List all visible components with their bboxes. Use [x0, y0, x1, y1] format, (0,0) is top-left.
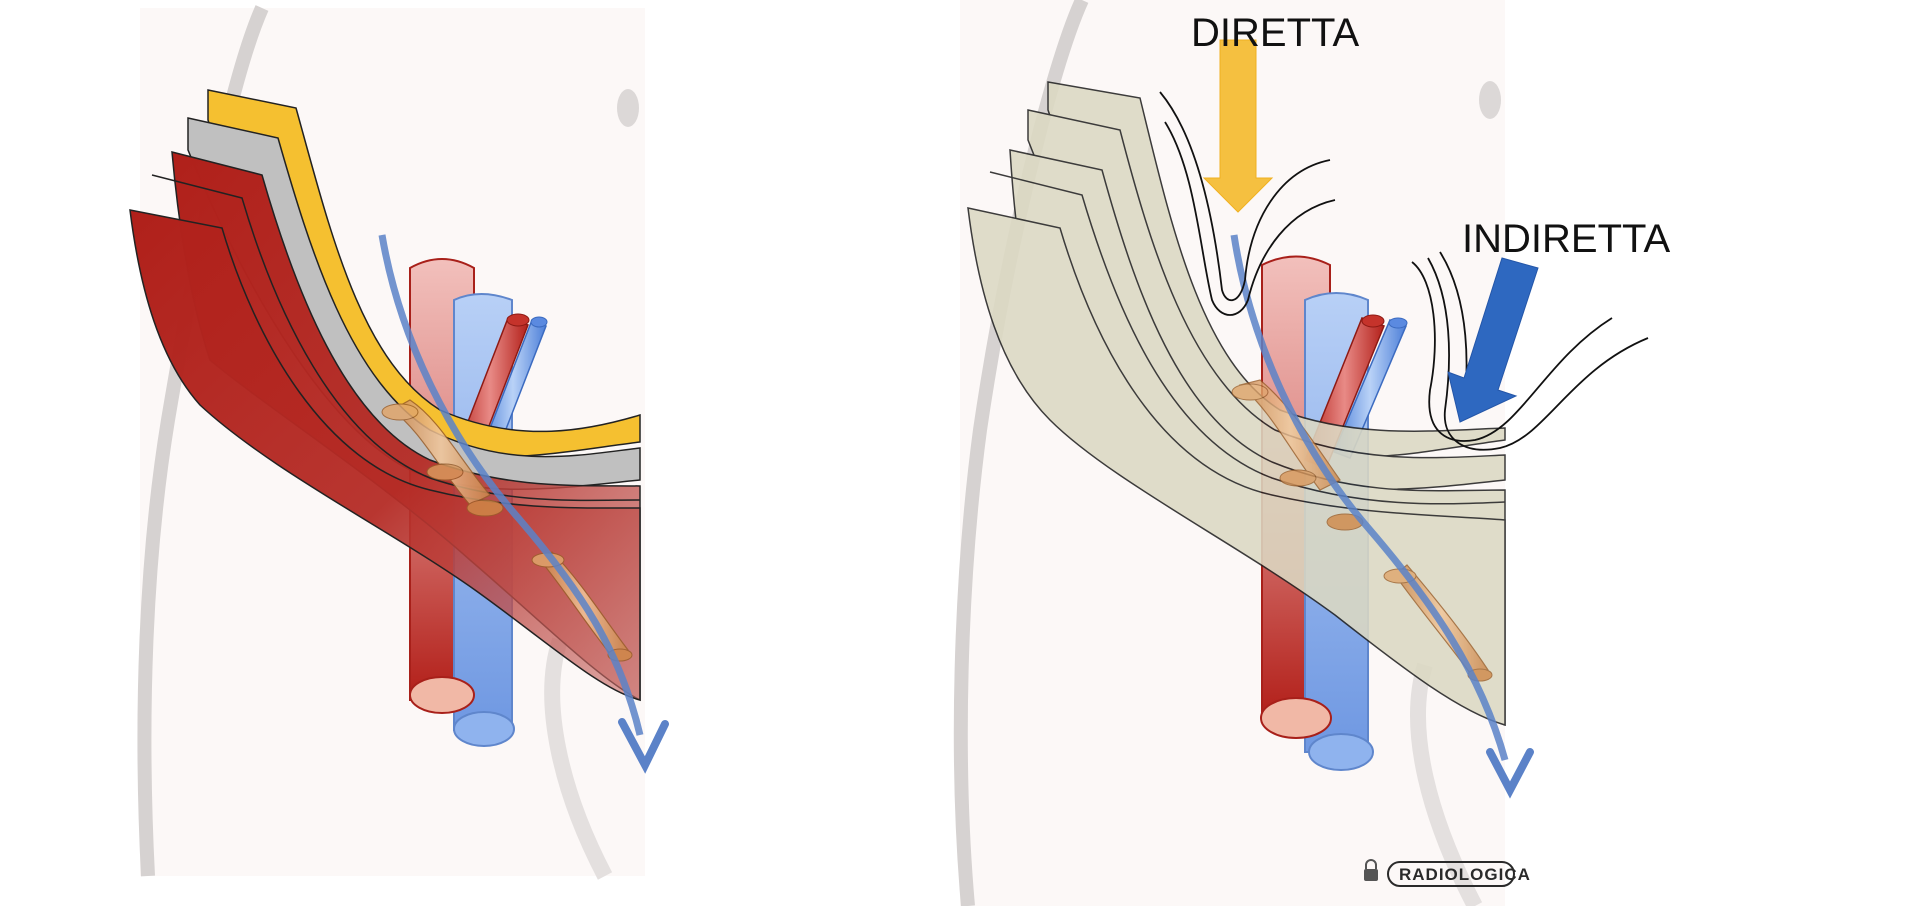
right-femoral-artery-end	[1260, 697, 1332, 739]
direct-hernia-arrow-icon	[1202, 39, 1274, 213]
left-layer-transversalis	[129, 209, 641, 701]
left-navel	[617, 89, 639, 127]
direct-hernia-label: DIRETTA	[1191, 11, 1359, 55]
left-femoral-vein-end	[453, 711, 515, 747]
indirect-hernia-arrow-icon	[1447, 257, 1539, 423]
radiologica-watermark: RADIOLOGICA	[1364, 859, 1531, 887]
right-arrowhead-icon	[1486, 748, 1534, 799]
indirect-hernia-label: INDIRETTA	[1462, 217, 1670, 261]
watermark-text: RADIOLOGICA	[1399, 865, 1531, 884]
left-thigh-outline	[544, 637, 613, 880]
right-panel: DIRETTA INDIRETTA RADIOLOGICA	[953, 0, 1670, 906]
right-thigh-outline	[1410, 662, 1483, 906]
lock-icon	[1364, 859, 1378, 881]
left-hernia-path-arrow	[378, 234, 644, 736]
left-panel	[129, 5, 669, 880]
right-hernia-path-arrow	[1230, 234, 1509, 761]
right-femoral-vein-end	[1308, 733, 1374, 771]
left-layer-transversus	[151, 174, 641, 502]
right-abdominal-wall-layers	[967, 81, 1506, 727]
left-femoral-artery-end	[409, 676, 475, 714]
direct-hernia-sac-lines	[1159, 91, 1336, 316]
right-navel	[1479, 81, 1501, 119]
left-arrowhead-icon	[618, 718, 669, 774]
